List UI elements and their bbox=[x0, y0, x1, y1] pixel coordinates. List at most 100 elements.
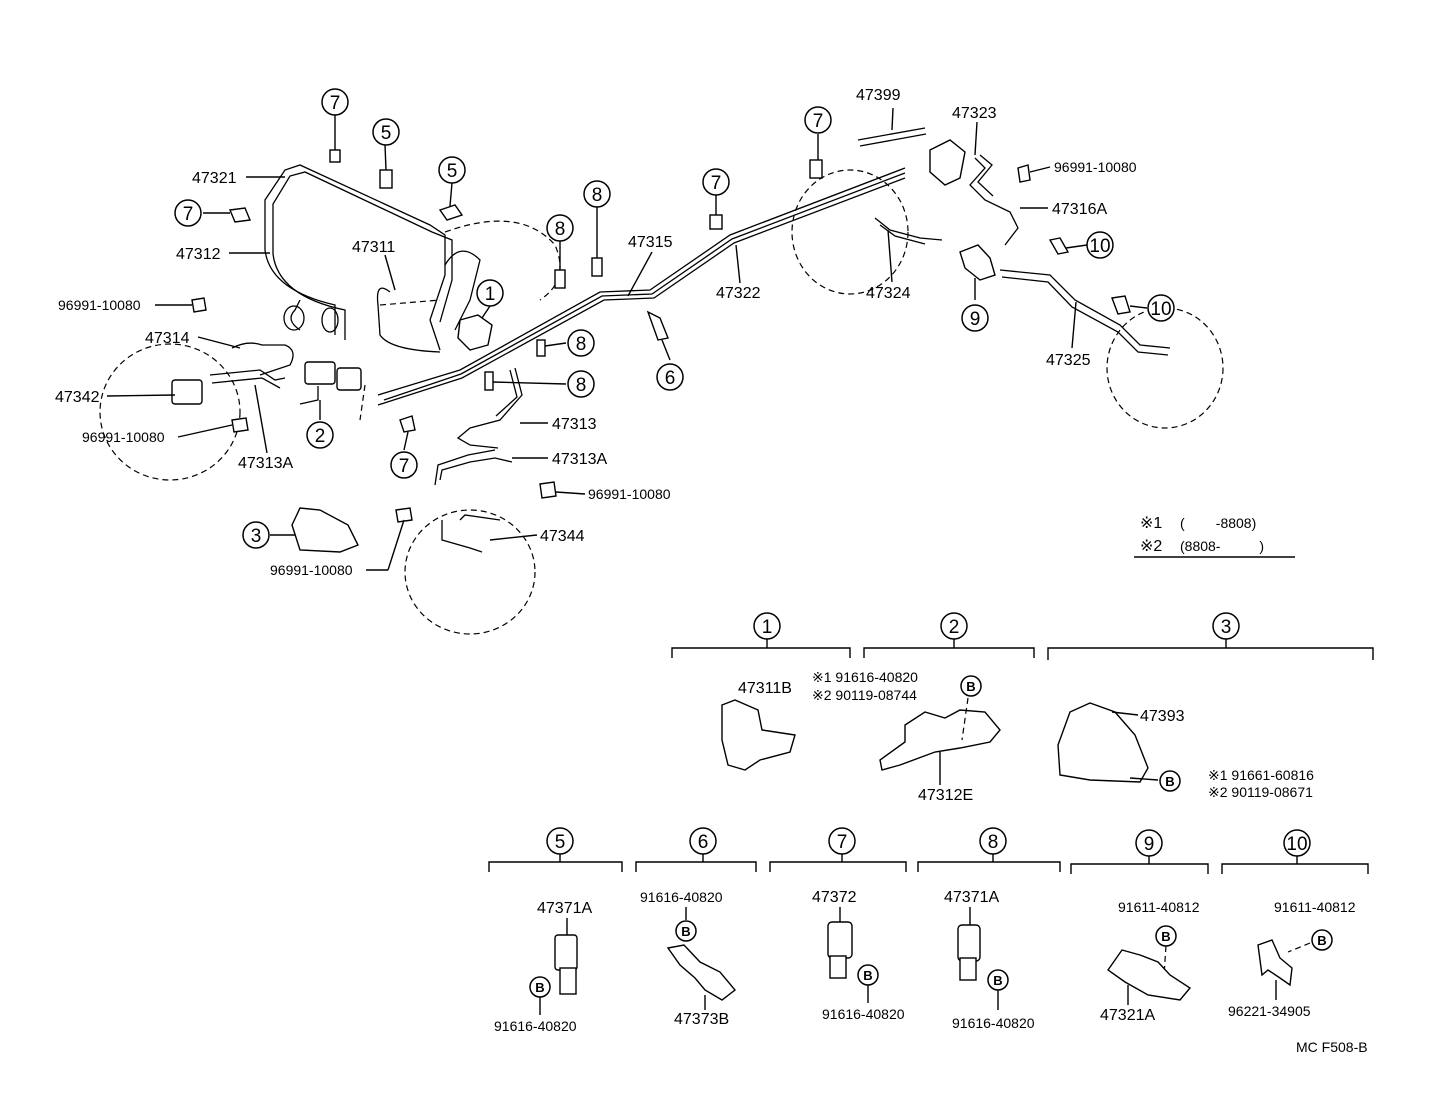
callout-8b: 8 bbox=[583, 180, 611, 208]
clip-7c bbox=[709, 214, 723, 230]
label-47315: 47315 bbox=[628, 234, 673, 251]
pipe-loop-a bbox=[290, 299, 301, 331]
detail-5: 5 47371A B 91616-40820 bbox=[488, 827, 623, 1034]
svg-text:5: 5 bbox=[381, 123, 392, 144]
bracket-47321A bbox=[1107, 949, 1192, 1001]
pipe-coil bbox=[283, 305, 305, 331]
label-47313: 47313 bbox=[552, 416, 597, 433]
label-47314: 47314 bbox=[145, 330, 190, 347]
detail-7-bolt-b: B bbox=[863, 968, 872, 983]
detail-3: 3 47393 B ※1 91661-60816 ※2 90119-08671 bbox=[1047, 612, 1374, 800]
detail-9-num: 9 bbox=[1144, 834, 1155, 855]
label-96991-e: 96991-10080 bbox=[270, 562, 353, 578]
detail-8: 8 47371A B 91616-40820 bbox=[917, 827, 1061, 1031]
callout-7b: 7 bbox=[174, 199, 202, 227]
hose-47399-b bbox=[859, 133, 927, 147]
detail-3-part: 47393 bbox=[1140, 708, 1185, 725]
detail-3-bolt2: ※2 90119-08671 bbox=[1208, 784, 1313, 800]
detail-8-num: 8 bbox=[988, 832, 999, 853]
label-47316A: 47316A bbox=[1052, 201, 1107, 218]
detail-2-bolt2: ※2 90119-08744 bbox=[812, 687, 917, 703]
brake-line-47315 bbox=[377, 167, 906, 396]
detail-1-num: 1 bbox=[762, 617, 773, 638]
detail-2-bolt-b: B bbox=[966, 679, 975, 694]
legend: ※1 ( -8808) ※2 (8808- ) bbox=[1134, 515, 1295, 558]
hose-bend bbox=[231, 342, 294, 376]
svg-text:8: 8 bbox=[576, 375, 587, 396]
shield-47393 bbox=[1057, 702, 1149, 783]
svg-text:9: 9 bbox=[970, 309, 981, 330]
clip-8b bbox=[591, 257, 603, 277]
label-47323: 47323 bbox=[952, 105, 997, 122]
valve-bracket bbox=[299, 386, 319, 405]
callout-7a: 7 bbox=[321, 88, 349, 116]
main-assembly bbox=[99, 127, 1224, 635]
svg-text:7: 7 bbox=[330, 93, 341, 114]
detail-6: 6 91616-40820 B 47373B bbox=[635, 827, 757, 1028]
brake-line-47321 bbox=[264, 164, 446, 351]
detail-9-bolt: 91611-40812 bbox=[1118, 899, 1200, 915]
legend-range-2: (8808- ) bbox=[1180, 538, 1264, 554]
callout-8c: 8 bbox=[567, 329, 595, 357]
caliper-fitting-47342 bbox=[171, 379, 203, 405]
callout-6: 6 bbox=[656, 363, 684, 391]
brake-line-47322 bbox=[377, 177, 906, 406]
main-labels: 47321 47312 47311 96991-10080 47314 4734… bbox=[55, 87, 1137, 578]
clip-5a bbox=[379, 169, 393, 189]
label-47344: 47344 bbox=[540, 528, 585, 545]
hose-47399 bbox=[857, 127, 926, 141]
junction-block-9 bbox=[959, 244, 996, 281]
detail-2-part: 47312E bbox=[918, 787, 973, 804]
hose-47313A bbox=[439, 457, 513, 481]
bracket-96991-c bbox=[1017, 164, 1031, 183]
hose-47324-b bbox=[879, 224, 926, 245]
detail-8-part: 47371A bbox=[944, 889, 999, 906]
brake-line-47325 bbox=[999, 269, 1171, 349]
hose-47314b bbox=[211, 377, 281, 389]
detail-3-num: 3 bbox=[1221, 617, 1232, 638]
label-47313A-right: 47313A bbox=[552, 451, 607, 468]
label-96991-b: 96991-10080 bbox=[82, 429, 165, 445]
detail-6-part: 47373B bbox=[674, 1011, 729, 1028]
figure-code: MC F508-B bbox=[1296, 1039, 1368, 1055]
detail-6-bolt: 91616-40820 bbox=[640, 889, 723, 905]
brake-line-47312 bbox=[272, 171, 453, 340]
callout-3: 3 bbox=[242, 521, 270, 549]
hose-47313-b bbox=[495, 369, 518, 417]
bracket-96991-b bbox=[231, 417, 249, 433]
rear-left-wheel-outline bbox=[791, 169, 909, 295]
svg-text:7: 7 bbox=[711, 173, 722, 194]
leader-lines bbox=[106, 107, 1148, 571]
legend-range-1: ( -8808) bbox=[1180, 515, 1256, 531]
clip-47371A bbox=[554, 934, 578, 971]
brake-line-loop bbox=[444, 250, 481, 331]
svg-text:8: 8 bbox=[592, 185, 603, 206]
label-47399: 47399 bbox=[856, 87, 901, 104]
legend-mark-1: ※1 bbox=[1140, 515, 1162, 532]
clamp-6 bbox=[646, 310, 669, 341]
detail-10-bolt: 91611-40812 bbox=[1274, 899, 1356, 915]
callout-9: 9 bbox=[961, 304, 989, 332]
svg-text:10: 10 bbox=[1150, 299, 1171, 320]
svg-text:3: 3 bbox=[251, 526, 262, 547]
detail-10-bolt-b: B bbox=[1317, 933, 1326, 948]
detail-6-bolt-b: B bbox=[681, 924, 690, 939]
detail-10: 10 91611-40812 B 96221-34905 bbox=[1221, 829, 1369, 1019]
callout-2: 2 bbox=[306, 421, 334, 449]
detail-5-num: 5 bbox=[555, 832, 566, 853]
svg-text:8: 8 bbox=[576, 334, 587, 355]
clip-47371A-b-tab bbox=[959, 957, 977, 981]
clip-5b bbox=[438, 204, 464, 221]
detail-8-bolt: 91616-40820 bbox=[952, 1015, 1035, 1031]
detail-9-bolt-b: B bbox=[1161, 929, 1170, 944]
hose-47324 bbox=[874, 217, 943, 241]
label-47324: 47324 bbox=[866, 285, 911, 302]
brake-line-47311 bbox=[376, 287, 441, 353]
detail-2: 2 ※1 91616-40820 ※2 90119-08744 B 47312E bbox=[812, 612, 1035, 804]
callout-10a: 10 bbox=[1086, 231, 1114, 259]
svg-text:5: 5 bbox=[447, 161, 458, 182]
detail-7: 7 47372 B 91616-40820 bbox=[769, 827, 907, 1022]
bracket-47312E bbox=[879, 709, 1001, 771]
clip-7a bbox=[329, 149, 341, 163]
